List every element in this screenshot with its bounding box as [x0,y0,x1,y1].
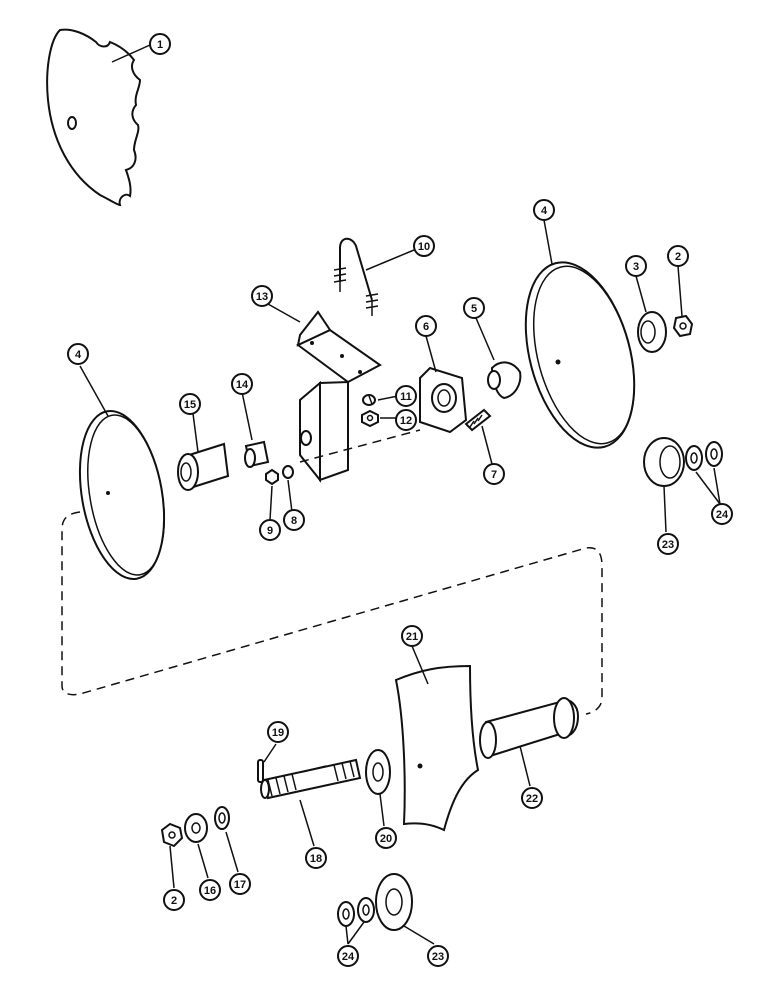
svg-text:4: 4 [75,349,82,361]
cone-washer-bottom [375,873,413,931]
callout-23-bottom: 23 [427,945,449,967]
svg-text:21: 21 [406,631,418,643]
svg-text:13: 13 [256,291,268,303]
washers-bottom [337,897,375,927]
callout-3: 3 [625,255,647,277]
small-nut-9 [265,468,279,486]
callout-4-left: 4 [67,343,89,365]
svg-text:10: 10 [418,241,430,253]
svg-text:6: 6 [423,321,429,333]
assembly-outline [61,511,603,715]
svg-text:19: 19 [272,727,284,739]
svg-text:2: 2 [171,895,177,907]
callout-17: 17 [229,873,251,895]
svg-text:24: 24 [342,951,355,963]
svg-text:23: 23 [432,951,444,963]
callout-18: 18 [305,847,327,869]
sleeve [244,440,270,468]
svg-text:4: 4 [541,205,548,217]
leader-lines [79,44,721,945]
svg-text:11: 11 [400,391,412,403]
callout-13: 13 [251,285,273,307]
svg-text:8: 8 [291,515,297,527]
svg-text:9: 9 [267,525,273,537]
flange-bearing [419,366,468,434]
washer-17 [214,806,230,830]
mounting-bracket [296,310,382,483]
svg-text:18: 18 [310,853,322,865]
bearing [637,311,667,353]
cone-washer-top [643,437,685,487]
callout-2-top: 2 [667,245,689,267]
callout-19: 19 [267,721,289,743]
callout-14: 14 [231,373,253,395]
svg-text:15: 15 [184,399,196,411]
callout-21: 21 [401,625,423,647]
threaded-shaft [260,758,362,800]
cotter-pin [257,759,264,783]
hex-nut [361,409,379,428]
svg-text:24: 24 [716,509,729,521]
notched-disc [46,28,142,207]
svg-text:7: 7 [491,469,497,481]
flanged-hub [177,442,230,491]
castle-nut-bottom [160,822,184,848]
svg-text:17: 17 [234,879,246,891]
callout-23-top: 23 [657,533,679,555]
callout-16: 16 [199,879,221,901]
small-washer-8 [282,465,294,479]
svg-text:3: 3 [633,261,639,273]
callout-2-bottom: 2 [163,889,185,911]
callout-8: 8 [283,509,305,531]
washers-top [685,441,723,471]
washer-16 [184,813,208,843]
disc-blade-left [78,410,166,580]
lock-washer [362,394,376,406]
callout-7: 7 [483,463,505,485]
svg-text:2: 2 [675,251,681,263]
svg-text:14: 14 [236,379,249,391]
svg-text:12: 12 [400,415,412,427]
hub-collar [365,749,391,795]
centerline [299,429,421,463]
callout-22: 22 [521,787,543,809]
svg-text:16: 16 [204,885,216,897]
spool-spacer [479,697,580,759]
svg-text:20: 20 [380,833,392,845]
spool [487,361,522,400]
callout-5: 5 [463,297,485,319]
callout-24-top: 24 [711,503,733,525]
svg-text:23: 23 [662,539,674,551]
disc-blade-right [524,261,636,449]
callout-24-bottom: 24 [337,945,359,967]
u-bolt [333,237,379,316]
callout-11: 11 [395,385,417,407]
callout-9: 9 [259,519,281,541]
scraper-blade [394,664,480,832]
callout-4-right: 4 [533,199,555,221]
svg-text:5: 5 [471,303,477,315]
castle-nut-top [672,314,694,338]
callout-12: 12 [395,409,417,431]
bolt [464,408,492,432]
callout-10: 10 [413,235,435,257]
svg-text:1: 1 [157,39,163,51]
callout-20: 20 [375,827,397,849]
callout-6: 6 [415,315,437,337]
svg-text:22: 22 [526,793,538,805]
callout-1: 1 [149,33,171,55]
callout-15: 15 [179,393,201,415]
